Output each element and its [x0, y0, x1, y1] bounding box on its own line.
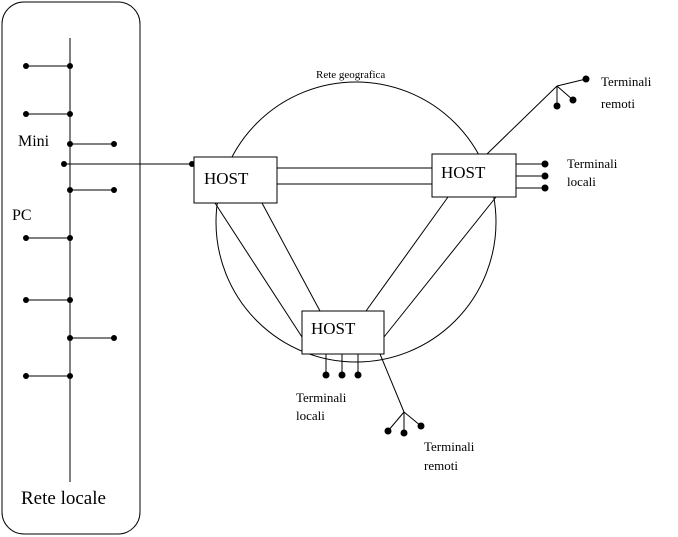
local-terminals-bottom-line2: locali [296, 408, 325, 423]
lan-boundary [1, 1, 141, 535]
lan-node-6 [23, 373, 73, 379]
host-left-box [193, 156, 278, 204]
lan-node-1 [23, 63, 73, 69]
wan-label: Rete geografica [316, 69, 385, 81]
remote-terminals-top-line2: remoti [601, 96, 635, 111]
remote-terminals-top [486, 75, 590, 155]
remote-terminals-top-line1: Terminali [601, 74, 652, 89]
host-right-label: HOST [441, 163, 486, 182]
host-left-label: HOST [204, 169, 249, 188]
local-terminals-right-line1: Terminali [567, 156, 618, 171]
pc-label: PC [12, 207, 32, 224]
host-bottom-label: HOST [311, 319, 356, 338]
local-terminals-bottom-line1: Terminali [296, 390, 347, 405]
mini-label: Mini [18, 133, 50, 150]
host-right-box [431, 153, 517, 198]
local-terminals-right [516, 160, 549, 192]
lan-node-2 [23, 111, 73, 117]
lan-node-3 [67, 187, 117, 193]
lan-gateway-link [61, 161, 195, 167]
lan-title: Rete locale [21, 488, 106, 509]
local-terminals-bottom [322, 354, 362, 379]
wan-ring [215, 81, 497, 363]
host-links [214, 167, 497, 338]
lan-node-5 [67, 335, 117, 341]
lan-node-mini [67, 141, 117, 147]
remote-terminals-bottom-line1: Terminali [424, 439, 475, 454]
remote-terminals-bottom [379, 353, 425, 437]
lan-node-4 [23, 297, 73, 303]
host-bottom-box [301, 310, 385, 355]
remote-terminals-bottom-line2: remoti [424, 458, 458, 473]
local-terminals-right-line2: locali [567, 174, 596, 189]
lan-node-pc [23, 235, 73, 241]
